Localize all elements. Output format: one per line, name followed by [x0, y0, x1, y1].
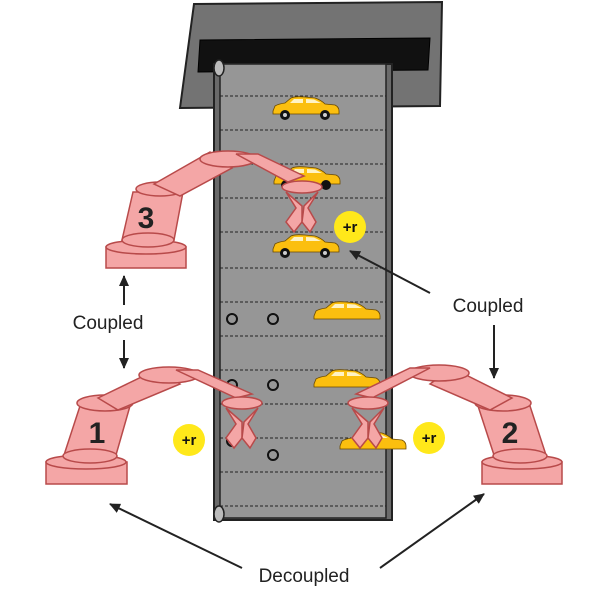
arrow-decoupled-right	[379, 493, 485, 569]
label-coupled-left: Coupled	[73, 313, 144, 334]
robot-1	[45, 366, 263, 485]
robot-2-number: 2	[502, 417, 519, 450]
conveyor-belt	[213, 59, 393, 523]
reward-badge-robot-3: +r	[334, 211, 366, 243]
reward-badge-robot-1: +r	[173, 424, 205, 456]
robot-3	[105, 150, 323, 269]
label-coupled-right: Coupled	[453, 296, 524, 317]
svg-text:+r: +r	[182, 432, 197, 449]
svg-text:+r: +r	[422, 430, 437, 447]
svg-text:+r: +r	[343, 219, 358, 236]
robot-2	[347, 364, 563, 485]
arrows	[109, 250, 499, 569]
car-3	[272, 234, 340, 258]
robot-3-number: 3	[138, 202, 155, 235]
reward-badge-robot-2: +r	[413, 422, 445, 454]
arrow-decoupled-left	[109, 503, 243, 569]
car-1	[272, 96, 340, 120]
label-decoupled: Decoupled	[259, 566, 350, 587]
robot-1-number: 1	[89, 417, 106, 450]
arrow-coupled-right-to-car	[349, 250, 431, 294]
